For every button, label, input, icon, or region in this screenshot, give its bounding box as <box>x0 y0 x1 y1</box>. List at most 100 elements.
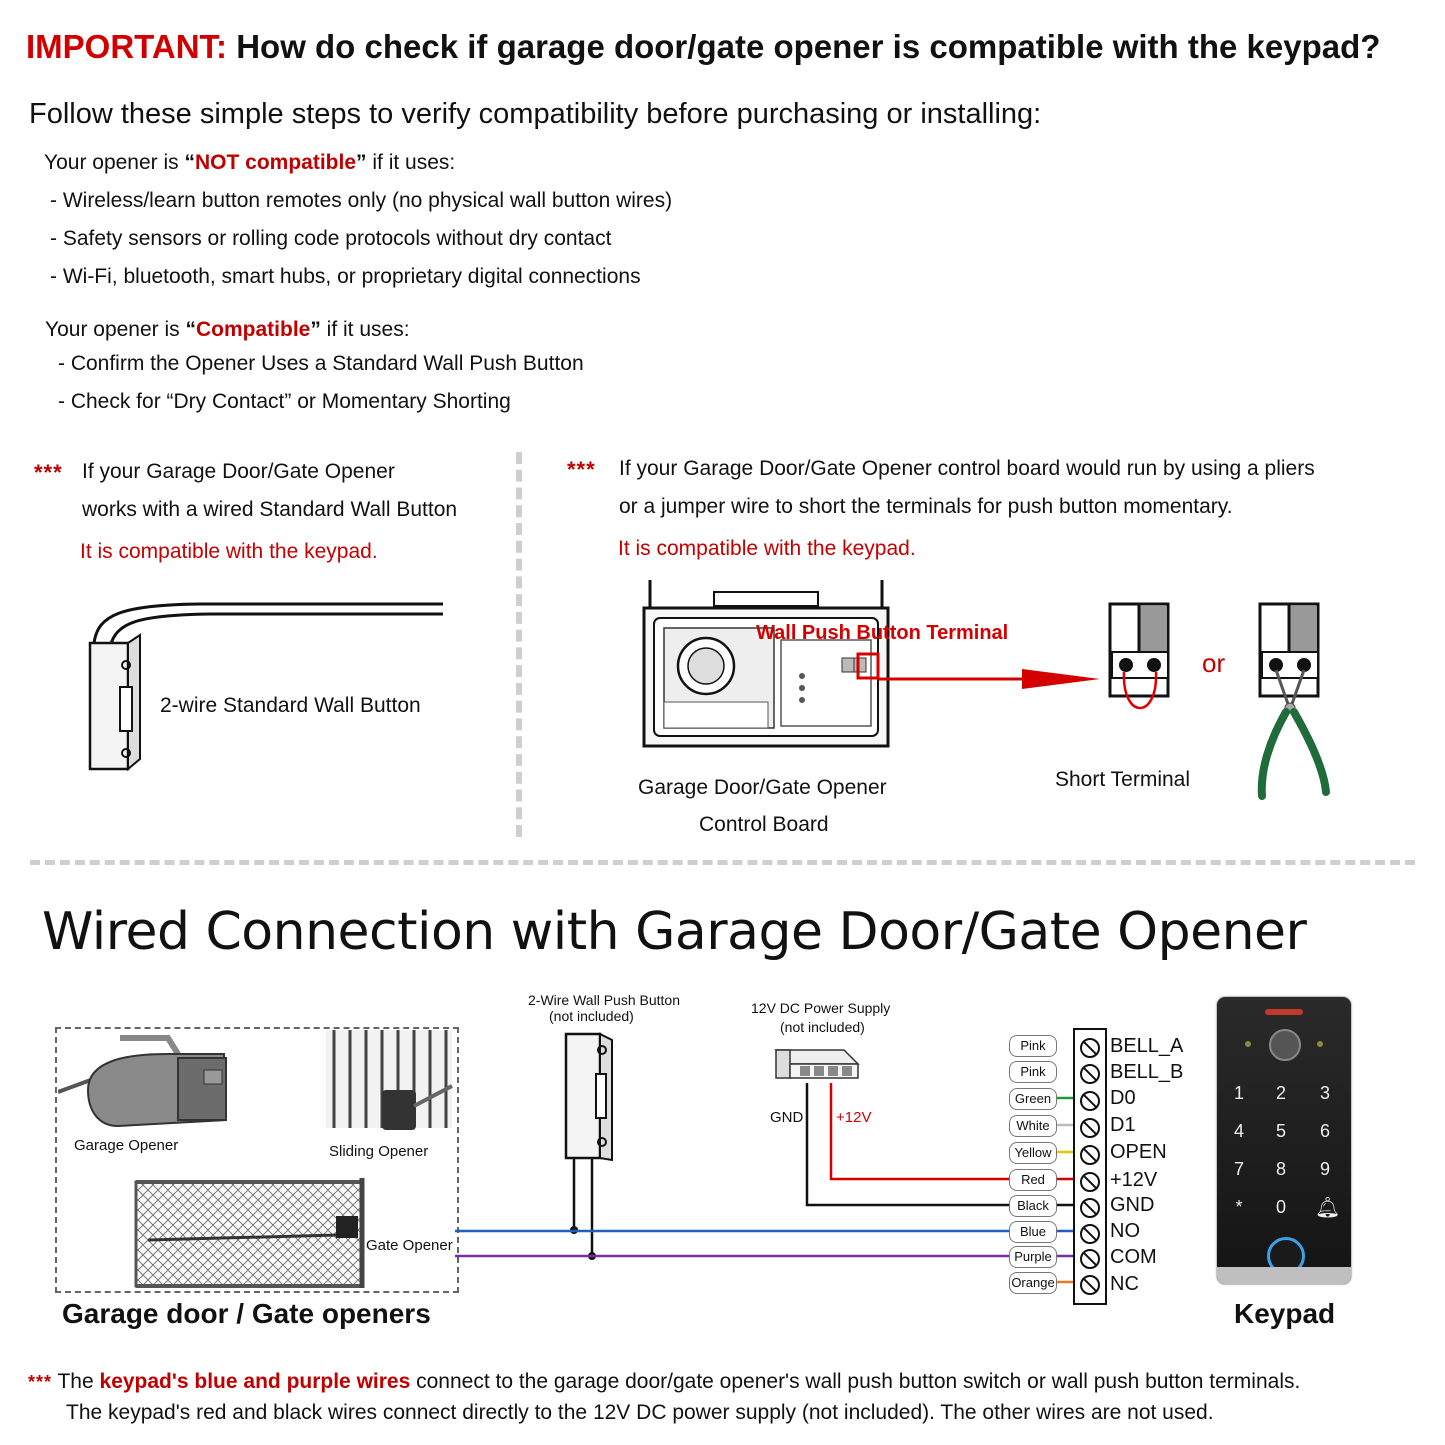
pliers-terminal-illustration <box>1257 602 1330 800</box>
left-stars: *** <box>34 460 63 485</box>
wall-button-label: 2-wire Standard Wall Button <box>160 694 421 717</box>
c-prefix: Your opener is <box>45 318 186 341</box>
wire-tag: Red <box>1009 1169 1057 1191</box>
wire-tag: Pink <box>1009 1061 1057 1083</box>
right-line2: or a jumper wire to short the terminals … <box>619 495 1233 518</box>
not-compatible-item: - Wi-Fi, bluetooth, smart hubs, or propr… <box>50 265 641 288</box>
key-7[interactable]: 7 <box>1233 1159 1244 1179</box>
board-label-2: Control Board <box>699 813 829 836</box>
openers-illustration <box>58 1030 453 1288</box>
wiring-lines <box>455 1083 1075 1284</box>
wire-tag: Black <box>1009 1195 1057 1217</box>
psu-label: 12V DC Power Supply <box>751 1000 891 1016</box>
left-line2: works with a wired Standard Wall Button <box>82 498 458 521</box>
key-1[interactable]: 1 <box>1233 1083 1244 1103</box>
left-result: It is compatible with the keypad. <box>80 540 378 563</box>
screw-terminal-icon <box>1080 1172 1100 1192</box>
not-compatible-item: - Safety sensors or rolling code protoco… <box>50 227 612 250</box>
wire-tag: Purple <box>1009 1246 1057 1268</box>
wire-tag: Pink <box>1009 1035 1057 1057</box>
key-3[interactable]: 3 <box>1319 1083 1330 1103</box>
push-button-note: (not included) <box>549 1008 634 1024</box>
terminal-label: NC <box>1110 1273 1139 1295</box>
psu-illustration <box>774 1049 860 1079</box>
wire-tag: Green <box>1009 1088 1057 1110</box>
right-stars: *** <box>567 457 596 482</box>
not-compatible-heading: Your opener is “NOT compatible” if it us… <box>44 151 455 175</box>
terminal-label: +12V <box>1110 1169 1158 1191</box>
intro-text: Follow these simple steps to verify comp… <box>29 98 1042 130</box>
left-line1: If your Garage Door/Gate Opener <box>82 460 395 483</box>
nc-prefix: Your opener is <box>44 151 185 174</box>
nc-keyword: NOT compatible <box>195 151 357 174</box>
terminal-label: Wall Push Button Terminal <box>756 622 1009 644</box>
openers-caption: Garage door / Gate openers <box>62 1298 431 1329</box>
screw-terminal-icon <box>1080 1224 1100 1244</box>
compatible-item: - Confirm the Opener Uses a Standard Wal… <box>58 352 584 375</box>
terminal-label: COM <box>1110 1246 1157 1268</box>
footer-pre: The <box>57 1370 100 1393</box>
keypad-device: 1 2 3 4 5 6 7 8 9 * 0 🔔︎ <box>1217 997 1351 1284</box>
headline: IMPORTANT: How do check if garage door/g… <box>26 28 1380 66</box>
wire-tag: Orange <box>1009 1272 1057 1294</box>
key-0[interactable]: 0 <box>1275 1197 1286 1217</box>
plus12-label: +12V <box>836 1109 872 1126</box>
footer-post: connect to the garage door/gate opener's… <box>410 1370 1301 1393</box>
screw-terminal-icon <box>1080 1038 1100 1058</box>
garage-opener-label: Garage Opener <box>74 1137 179 1154</box>
sliding-opener-label: Sliding Opener <box>329 1143 429 1160</box>
wire-tag: White <box>1009 1115 1057 1137</box>
jumper-terminal-illustration <box>1108 602 1170 710</box>
footer-line2: The keypad's red and black wires connect… <box>66 1401 1214 1424</box>
status-led <box>1265 1009 1303 1015</box>
c-keyword: Compatible <box>196 318 311 341</box>
keypad-base <box>1217 1267 1351 1284</box>
wire-tag: Yellow <box>1009 1142 1057 1164</box>
camera-lens-icon <box>1269 1029 1301 1061</box>
arrow-to-terminal <box>878 669 1100 689</box>
terminal-label: D0 <box>1110 1087 1136 1109</box>
short-terminal-label: Short Terminal <box>1055 768 1191 791</box>
nc-close-quote: ” <box>356 151 367 174</box>
footer-line1: *** The keypad's blue and purple wires c… <box>28 1370 1300 1394</box>
board-label-1: Garage Door/Gate Opener <box>638 776 887 799</box>
terminal-label: OPEN <box>1110 1141 1167 1163</box>
screw-terminal-icon <box>1080 1145 1100 1165</box>
screw-terminal-icon <box>1080 1091 1100 1111</box>
screw-terminal-icon <box>1080 1118 1100 1138</box>
terminal-label: BELL_A <box>1110 1035 1184 1057</box>
openers-box <box>55 1027 459 1293</box>
key-2[interactable]: 2 <box>1275 1083 1286 1103</box>
key-5[interactable]: 5 <box>1275 1121 1286 1141</box>
nc-suffix: if it uses: <box>366 151 456 174</box>
push-button-label: 2-Wire Wall Push Button <box>528 992 680 1008</box>
wiring-title: Wired Connection with Garage Door/Gate O… <box>42 902 1307 962</box>
bell-key-icon[interactable]: 🔔︎ <box>1315 1197 1341 1219</box>
key-4[interactable]: 4 <box>1233 1121 1244 1141</box>
terminal-label: GND <box>1110 1194 1155 1216</box>
important-label: IMPORTANT: <box>26 28 228 65</box>
screw-terminal-icon <box>1080 1275 1100 1295</box>
terminal-label: BELL_B <box>1110 1061 1184 1083</box>
not-compatible-item: - Wireless/learn button remotes only (no… <box>50 189 673 212</box>
key-star[interactable]: * <box>1235 1197 1243 1217</box>
key-8[interactable]: 8 <box>1275 1159 1286 1179</box>
footer-stars: *** <box>28 1372 53 1392</box>
vertical-divider <box>516 452 522 837</box>
nc-open-quote: “ <box>184 151 196 174</box>
screw-terminal-icon <box>1080 1249 1100 1269</box>
footer-highlight: keypad's blue and purple wires <box>99 1370 411 1393</box>
or-label: or <box>1202 648 1226 678</box>
headline-question: How do check if garage door/gate opener … <box>236 28 1381 65</box>
push-button-illustration <box>564 1032 613 1260</box>
compatible-item: - Check for “Dry Contact” or Momentary S… <box>58 390 511 413</box>
indicator-dot <box>1317 1041 1323 1047</box>
control-board-illustration <box>642 580 890 748</box>
indicator-dot <box>1245 1041 1251 1047</box>
terminal-label: D1 <box>1110 1114 1136 1136</box>
key-9[interactable]: 9 <box>1319 1159 1330 1179</box>
c-close-quote: ” <box>310 318 321 341</box>
right-line1: If your Garage Door/Gate Opener control … <box>619 457 1315 480</box>
right-result: It is compatible with the keypad. <box>618 537 916 560</box>
key-6[interactable]: 6 <box>1319 1121 1330 1141</box>
